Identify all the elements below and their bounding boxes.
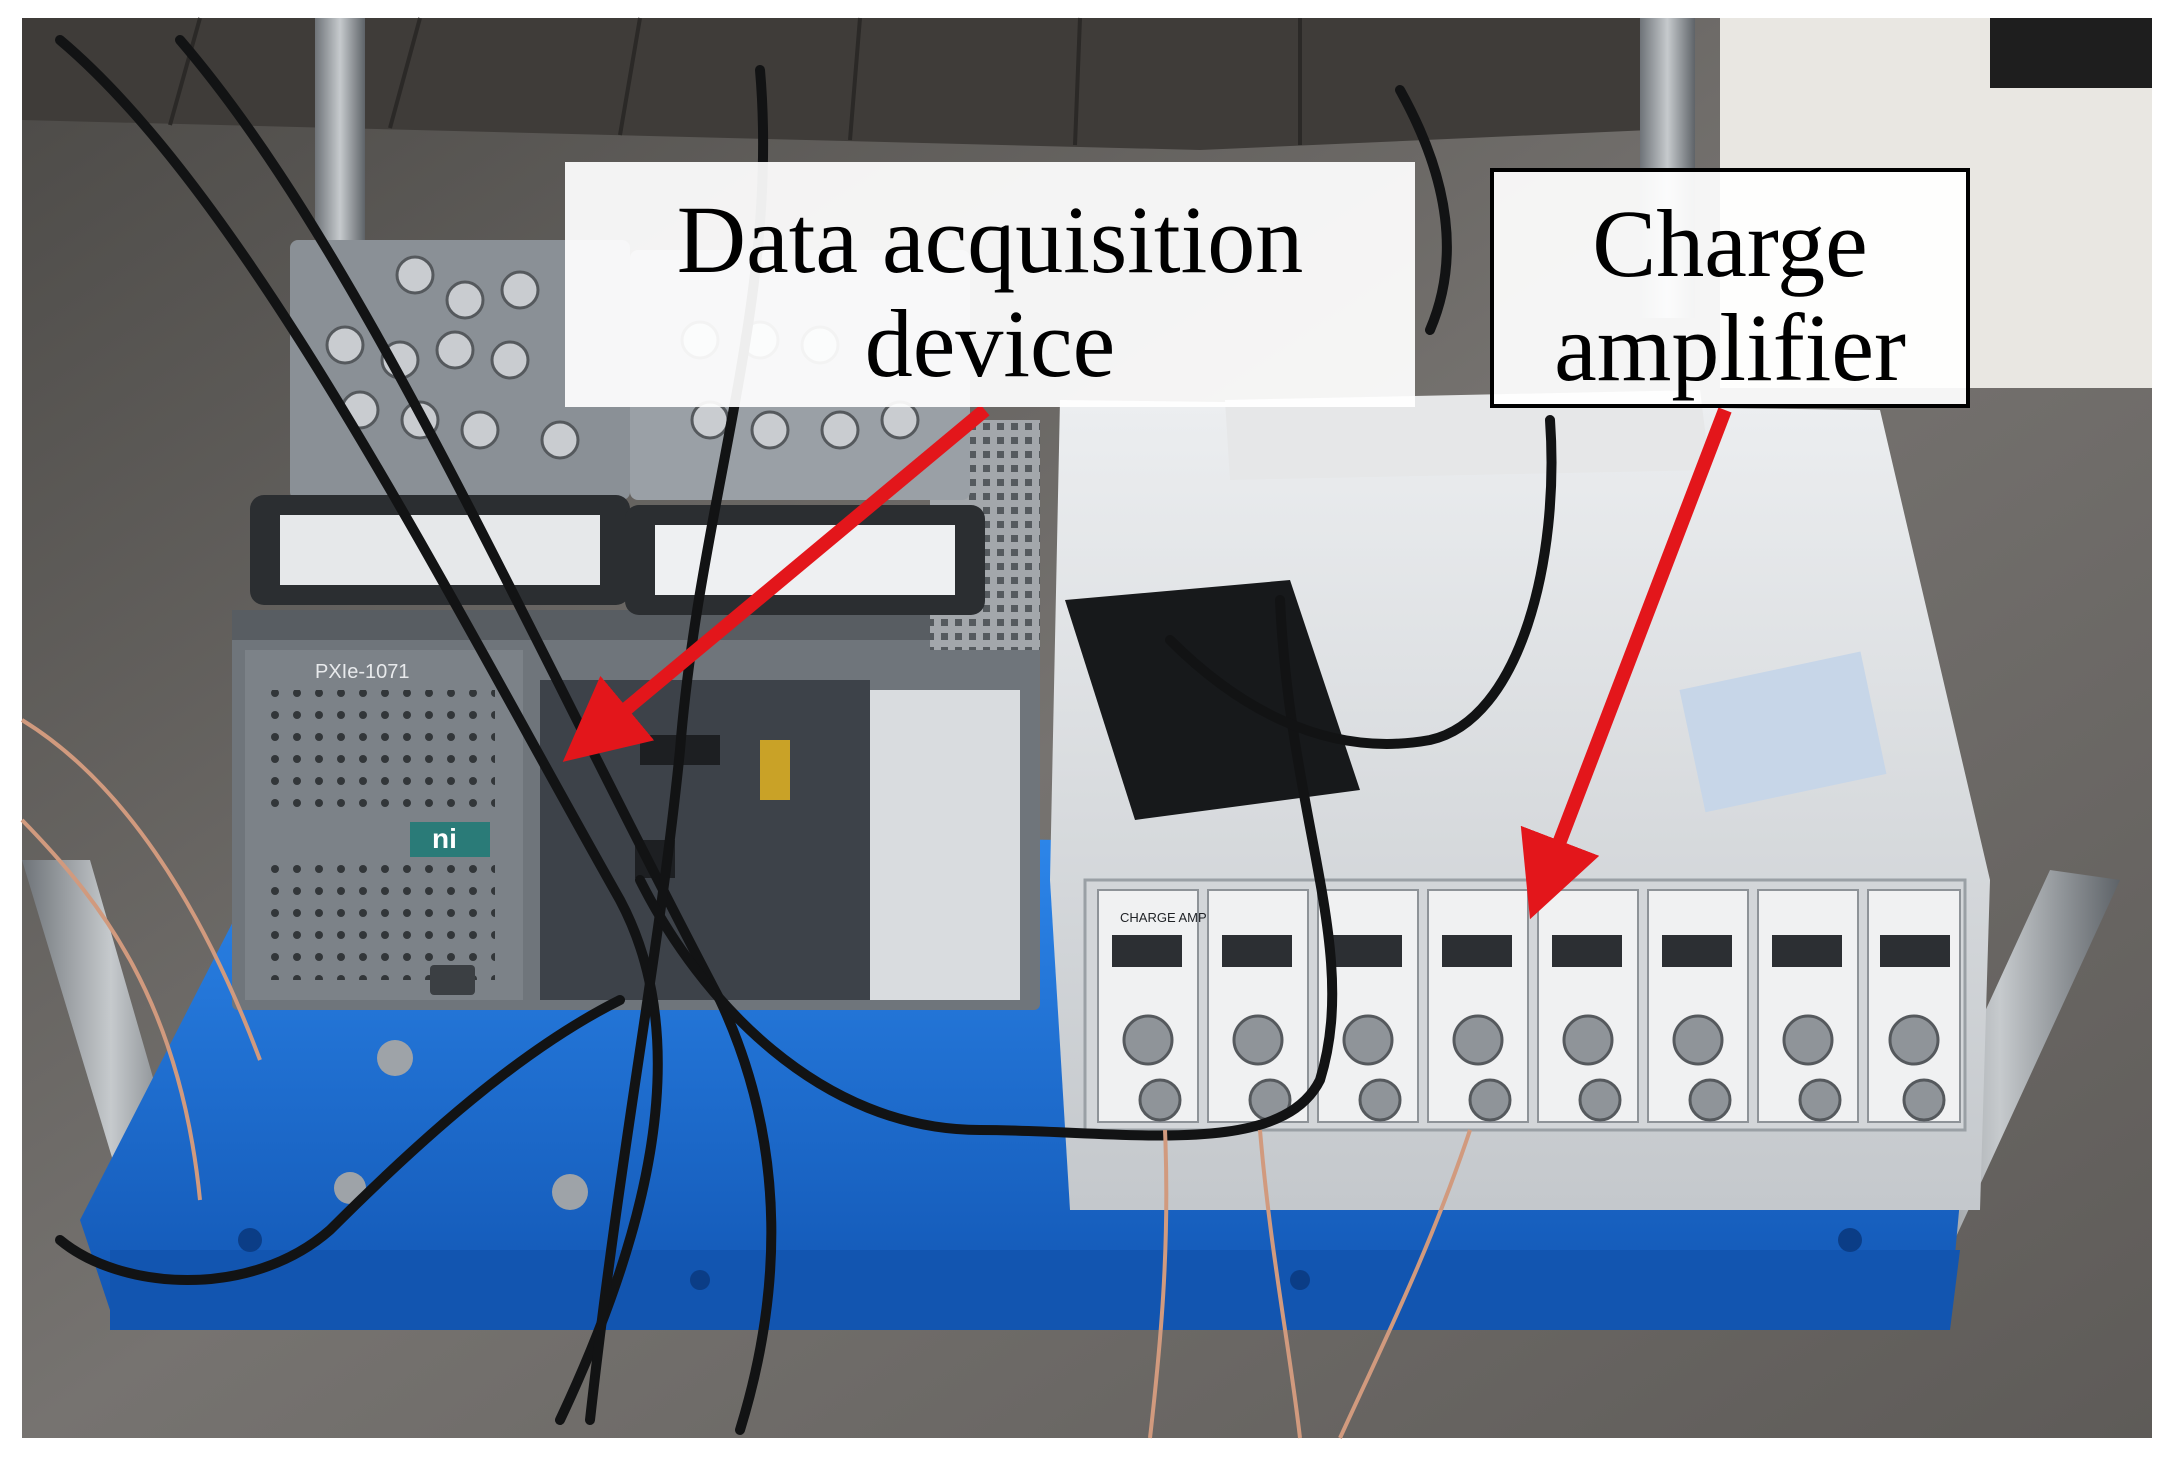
arrow-to-amplifier — [1520, 407, 1732, 920]
callout-data-acquisition-device: Data acquisition device — [565, 162, 1415, 407]
amplifier-label-sticker — [1679, 651, 1887, 813]
cart-front-edge — [110, 1250, 1960, 1330]
ni-logo-badge — [410, 822, 490, 857]
callout-daq-line1: Data acquisition — [676, 186, 1304, 293]
wall-sign — [1990, 18, 2152, 88]
ni-logo-text: ni — [432, 823, 457, 854]
deck-slats — [168, 17, 1302, 146]
module-label-text: CHARGE AMP — [1120, 910, 1207, 925]
amplifier-knobs — [1122, 1014, 1946, 1122]
wooden-deck — [22, 18, 1650, 150]
chassis-model-text: PXIe-1071 — [315, 661, 410, 683]
blank-slot-panels — [870, 690, 1020, 1000]
callout-amp-line1: Charge — [1592, 190, 1868, 297]
cart-pole-top-left — [315, 18, 365, 248]
arrow-to-daq — [562, 404, 990, 762]
daq-chassis — [232, 420, 1040, 1010]
copper-sensor-cables — [20, 718, 1472, 1439]
power-button — [430, 965, 475, 995]
callout-charge-amplifier: Charge amplifier — [1490, 168, 1970, 408]
callout-amp-line2: amplifier — [1554, 293, 1906, 401]
amplifier-switch-blocks — [1112, 935, 1950, 967]
chassis-vent-upper — [265, 690, 495, 820]
gold-connector — [760, 740, 790, 800]
black-cables — [55, 35, 1557, 1435]
callout-daq-line2: device — [864, 289, 1116, 397]
cart-holes — [238, 1228, 1862, 1290]
chassis-vent-lower — [265, 860, 495, 980]
power-strip — [1225, 390, 1710, 480]
